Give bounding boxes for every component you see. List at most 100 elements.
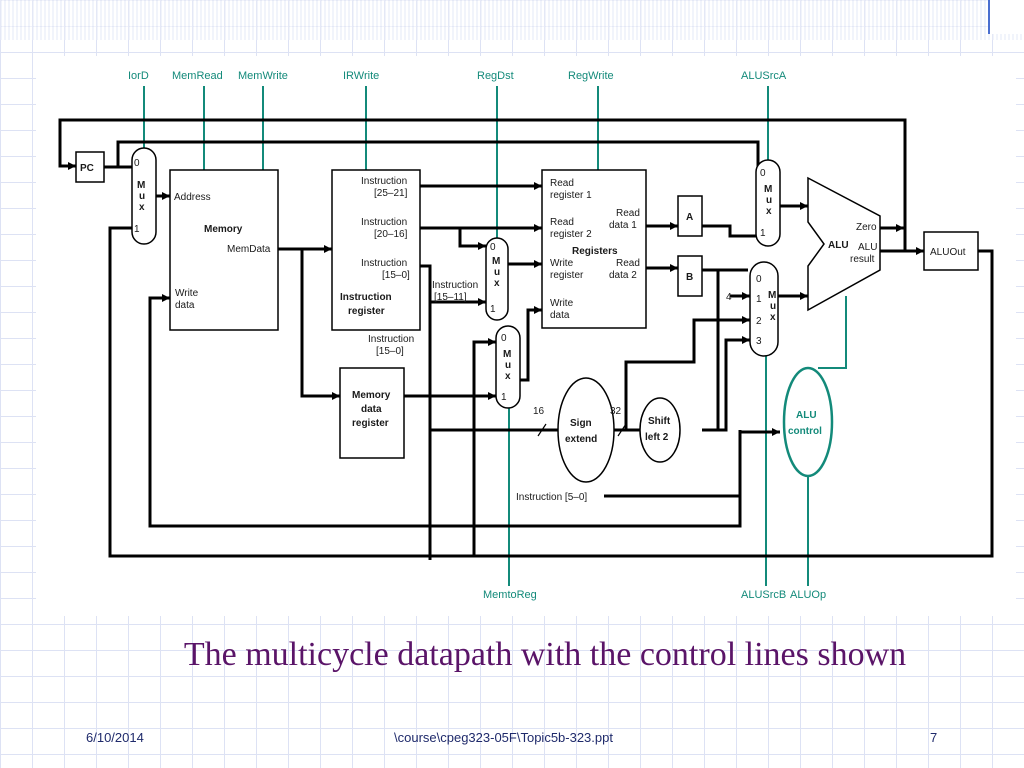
- memtoreg-mux-x: x: [505, 371, 511, 382]
- reg-wr-b: register: [550, 270, 584, 281]
- sign-extend-line2: extend: [565, 434, 597, 445]
- alu-title: ALU: [828, 240, 849, 251]
- reg-rr1-a: Read: [550, 178, 574, 189]
- mdr-line3: register: [352, 418, 389, 429]
- aluout-register: [923, 231, 979, 271]
- data-wires: [58, 118, 994, 560]
- control-signal-labels: IorD MemRead MemWrite IRWrite RegDst Reg…: [128, 70, 826, 601]
- reg-rr2-a: Read: [550, 217, 574, 228]
- regdst-mux-in1: 1: [490, 304, 496, 315]
- datapath-diagram: IorD MemRead MemWrite IRWrite RegDst Reg…: [36, 56, 1016, 616]
- memtoreg-mux: [495, 325, 521, 409]
- slide-caption: The multicycle datapath with the control…: [183, 636, 907, 673]
- alusrca-mux-x: x: [766, 206, 772, 217]
- sign-extend-unit: [557, 377, 615, 483]
- alu-control-line1: ALU: [796, 410, 817, 421]
- alu-control-line2: control: [788, 426, 822, 437]
- ir-title-2: register: [348, 306, 385, 317]
- top-decorative-band: [0, 0, 1024, 40]
- label-iord: IorD: [128, 70, 149, 82]
- alusrcb-mux-in3: 3: [756, 336, 762, 347]
- iord-mux-in0: 0: [134, 158, 140, 169]
- regdst-mux-in0: 0: [490, 242, 496, 253]
- label-memtoreg: MemtoReg: [483, 589, 537, 601]
- aluout-label: ALUOut: [930, 247, 966, 258]
- const-4-label: 4: [726, 292, 732, 303]
- label-regdst: RegDst: [477, 70, 514, 82]
- instr-5-0-label: Instruction [5–0]: [516, 492, 587, 503]
- memory-address-label: Address: [174, 192, 211, 203]
- alusrca-mux: [755, 159, 781, 247]
- ir-below-a: Instruction: [368, 334, 414, 345]
- reg-wd-b: data: [550, 310, 570, 321]
- regdst-mux-x: x: [494, 278, 500, 289]
- alu-zero-label: Zero: [856, 222, 877, 233]
- pc-label: PC: [80, 163, 94, 174]
- arrowheads: [68, 162, 924, 436]
- reg-rr2-b: register 2: [550, 229, 592, 240]
- ir-field3-a: Instruction: [361, 258, 407, 269]
- memory-data-register: [339, 367, 405, 459]
- pc-register: [75, 151, 105, 183]
- ir-below-b: [15–0]: [376, 346, 404, 357]
- reg-rd1-b: data 1: [609, 220, 637, 231]
- shift-left-unit: [639, 397, 681, 463]
- register-file: [541, 169, 647, 329]
- alusrca-mux-in0: 0: [760, 168, 766, 179]
- alusrcb-mux-in2: 2: [756, 316, 762, 327]
- ir-field1-b: [25–21]: [374, 188, 408, 199]
- alusrcb-mux-m: M: [768, 290, 776, 301]
- memory-unit: [169, 169, 279, 331]
- registers-title: Registers: [572, 246, 618, 257]
- regdst-mux: [485, 237, 509, 321]
- iord-mux-in1: 1: [134, 224, 140, 235]
- alusrca-mux-in1: 1: [760, 228, 766, 239]
- regdst-mux-m: M: [492, 256, 500, 267]
- label-alusrcb: ALUSrcB: [741, 589, 786, 601]
- datapath-svg: IorD MemRead MemWrite IRWrite RegDst Reg…: [58, 70, 994, 601]
- label-regwrite: RegWrite: [568, 70, 614, 82]
- ir-side-b: [15–11]: [434, 292, 467, 303]
- alusrcb-mux: [749, 261, 779, 357]
- bus-width-marks: [537, 423, 627, 437]
- register-b: [677, 255, 703, 297]
- memtoreg-mux-u: u: [505, 360, 511, 371]
- corner-decoration: [988, 0, 1024, 34]
- regdst-mux-u: u: [494, 267, 500, 278]
- ir-side-a: Instruction: [432, 280, 478, 291]
- label-memread: MemRead: [172, 70, 223, 82]
- components: [75, 147, 979, 483]
- alu-control-unit: [782, 366, 834, 478]
- reg-rd1-a: Read: [616, 208, 640, 219]
- component-labels: PC 0 M u x 1 Address Memory MemData Writ…: [80, 158, 966, 503]
- ir-field3-b: [15–0]: [382, 270, 410, 281]
- reg-rd2-a: Read: [616, 258, 640, 269]
- alusrcb-mux-in0: 0: [756, 274, 762, 285]
- ir-field1-a: Instruction: [361, 176, 407, 187]
- reg-rd2-b: data 2: [609, 270, 637, 281]
- alu-result-label-2: result: [850, 254, 875, 265]
- iord-mux-m: M: [137, 180, 145, 191]
- width-16-label: 16: [533, 406, 545, 417]
- memtoreg-mux-in1: 1: [501, 392, 507, 403]
- memtoreg-mux-in0: 0: [501, 333, 507, 344]
- label-irwrite: IRWrite: [343, 70, 379, 82]
- shift-left-line1: Shift: [648, 416, 671, 427]
- alusrcb-mux-in1: 1: [756, 294, 762, 305]
- ir-field2-a: Instruction: [361, 217, 407, 228]
- mdr-line2: data: [361, 404, 382, 415]
- reg-wd-a: Write: [550, 298, 574, 309]
- shift-left-line2: left 2: [645, 432, 669, 443]
- alusrca-mux-u: u: [766, 195, 772, 206]
- label-memwrite: MemWrite: [238, 70, 288, 82]
- reg-a-label: A: [686, 212, 693, 223]
- alu-unit: [807, 176, 881, 312]
- iord-mux: [131, 147, 157, 245]
- alu-result-label-1: ALU: [858, 242, 877, 253]
- reg-b-label: B: [686, 272, 693, 283]
- ir-field2-b: [20–16]: [374, 229, 408, 240]
- instruction-register: [331, 169, 421, 331]
- register-a: [677, 195, 703, 237]
- footer-file-path: \course\cpeg323-05F\Topic5b-323.ppt: [394, 730, 613, 745]
- sign-extend-line1: Sign: [570, 418, 592, 429]
